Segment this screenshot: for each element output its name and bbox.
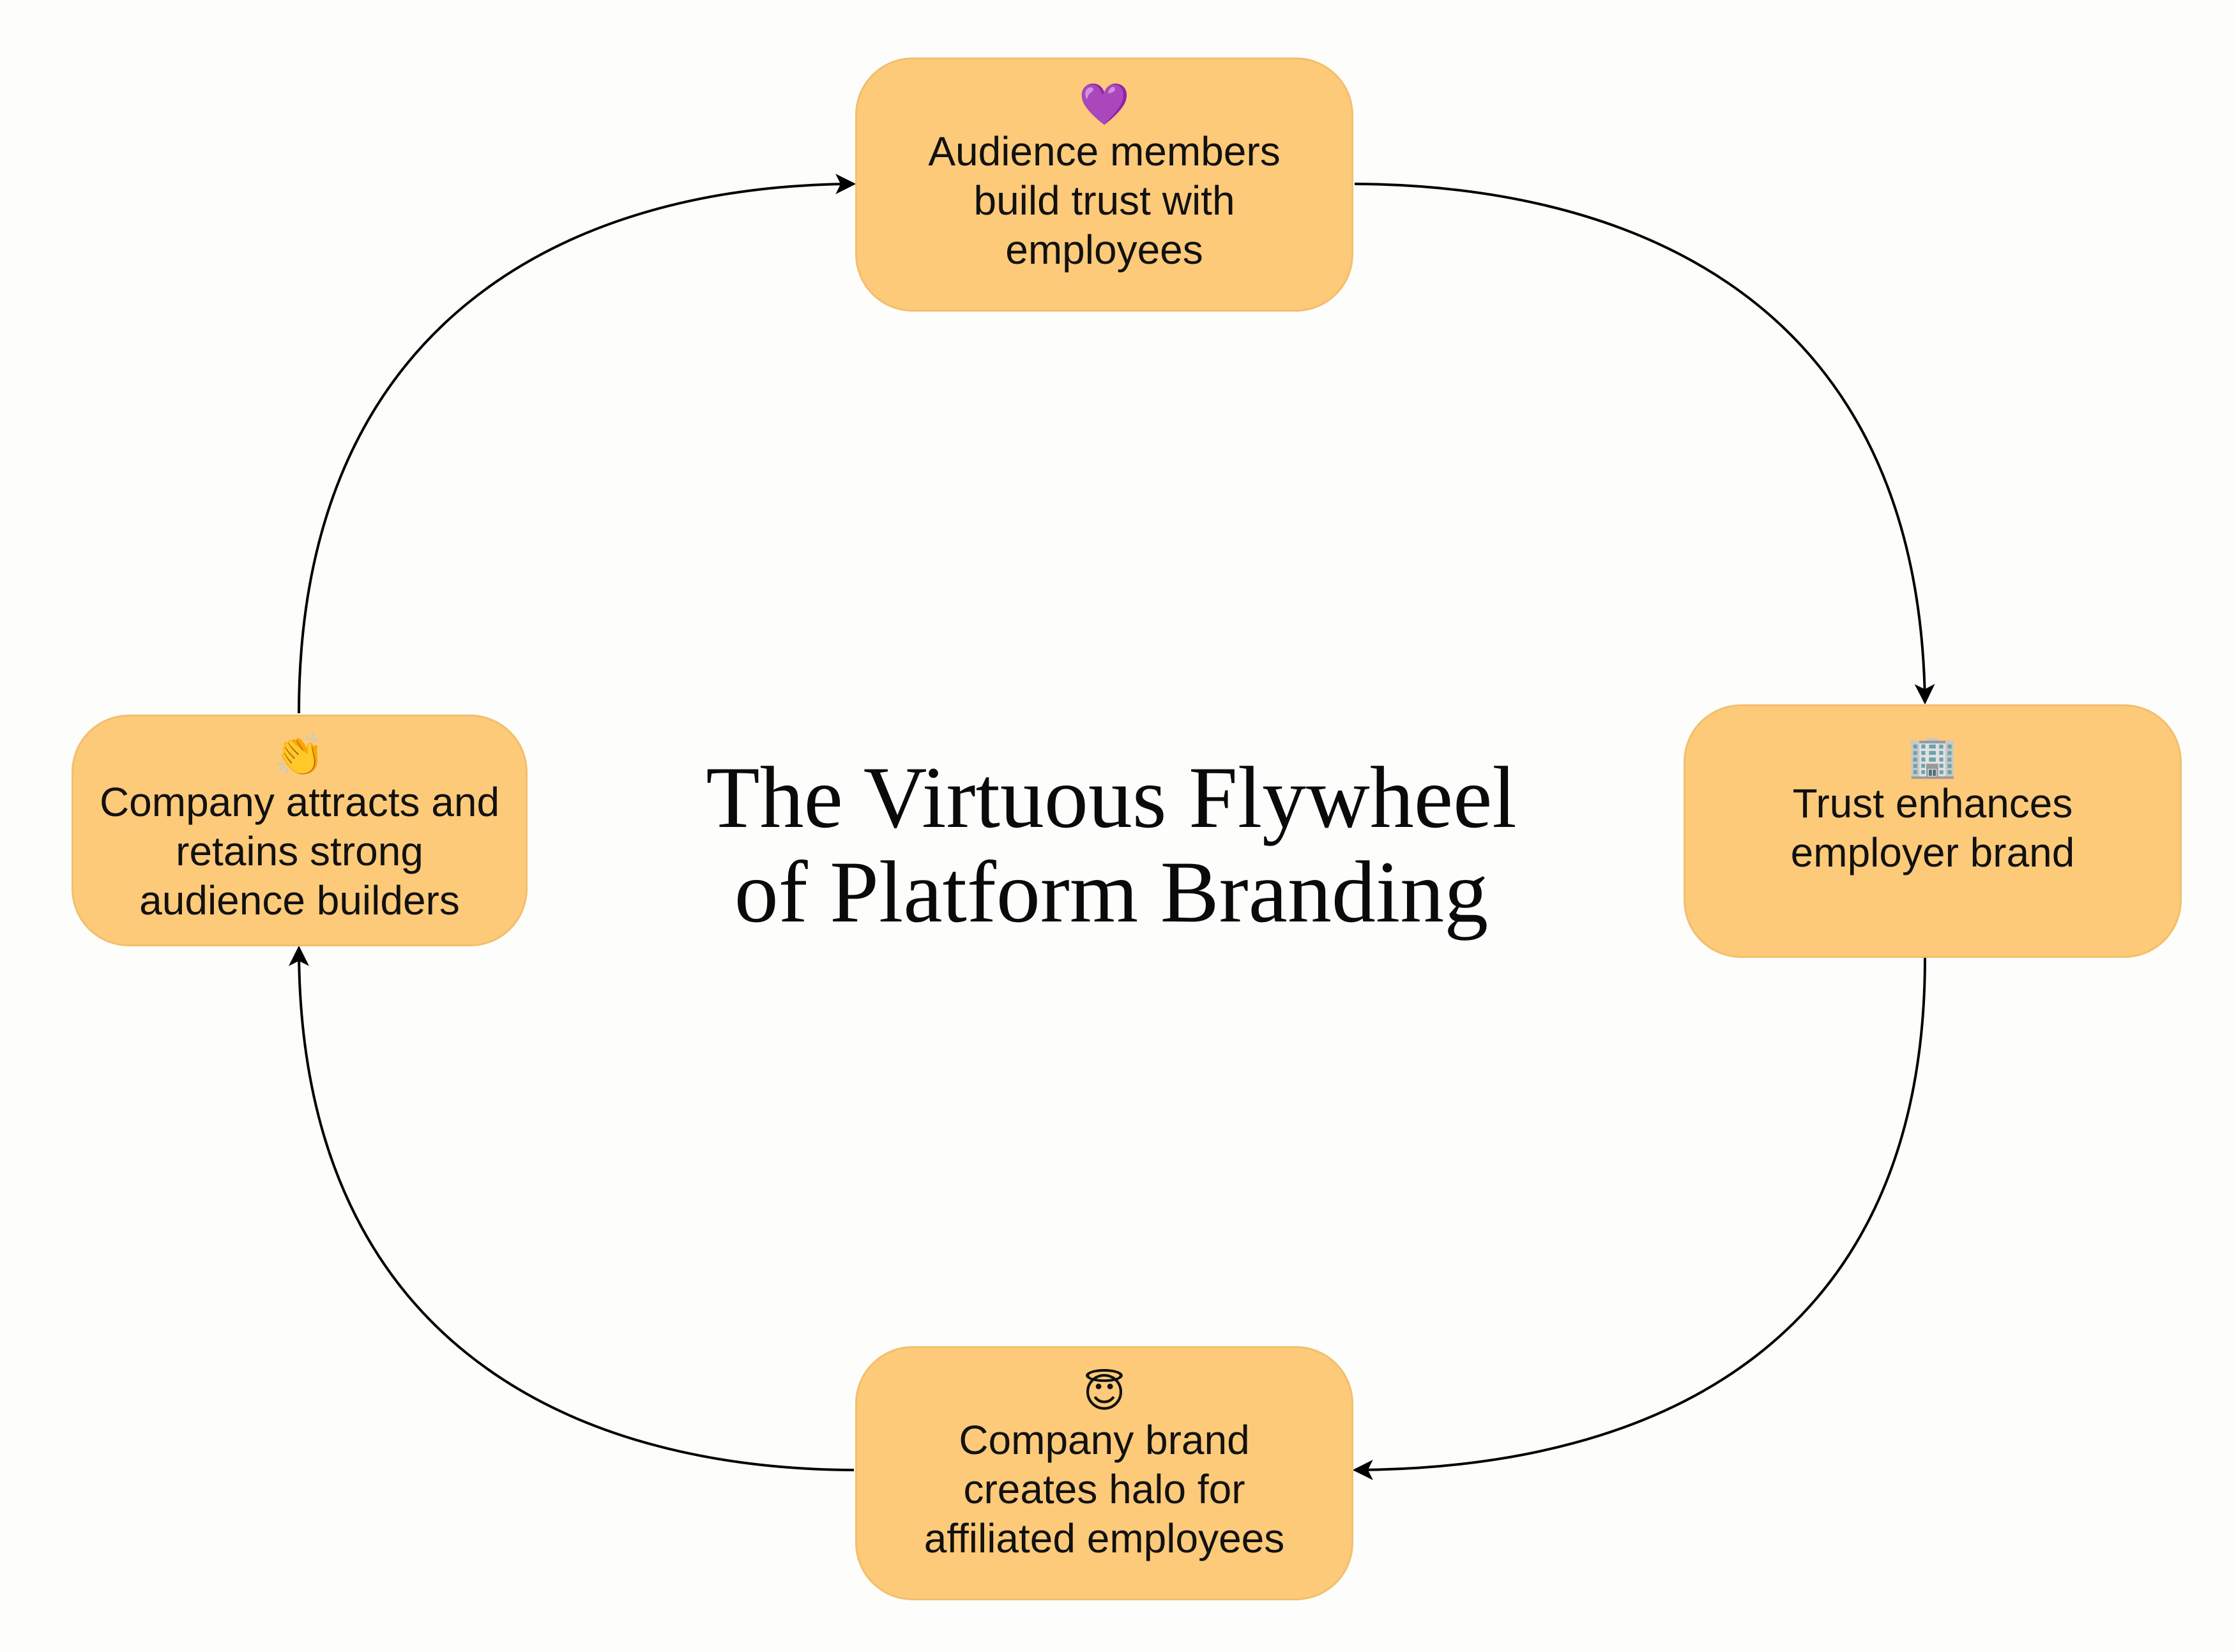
node-label: Company brand creates halo for affiliate…: [924, 1417, 1285, 1561]
node-attract-retain: 👏 Company attracts and retains strong au…: [72, 715, 528, 946]
node-label: Audience members build trust with employ…: [928, 128, 1281, 273]
node-company-halo: 😇 Company brand creates halo for affilia…: [855, 1346, 1353, 1600]
arrow-right-to-bottom: [1352, 957, 1926, 1480]
node-label: Trust enhances employer brand: [1790, 780, 2075, 875]
arrow-left-to-top: [298, 174, 856, 714]
node-label: Company attracts and retains strong audi…: [99, 779, 500, 923]
arrow-bottom-to-left: [289, 945, 855, 1471]
node-audience-trust: 💜 Audience members build trust with empl…: [855, 57, 1353, 312]
node-employer-brand: 🏢 Trust enhances employer brand: [1684, 704, 2182, 958]
arrow-top-to-right: [1354, 183, 1935, 705]
office-building-icon: 🏢: [1907, 733, 1958, 780]
smiling-face-with-halo-icon: 😇: [1083, 1370, 1126, 1417]
purple-heart-icon: 💜: [1079, 81, 1130, 128]
clapping-hands-icon: 👏: [274, 732, 325, 779]
diagram-title: The Virtuous Flywheel of Platform Brandi…: [706, 748, 1517, 941]
